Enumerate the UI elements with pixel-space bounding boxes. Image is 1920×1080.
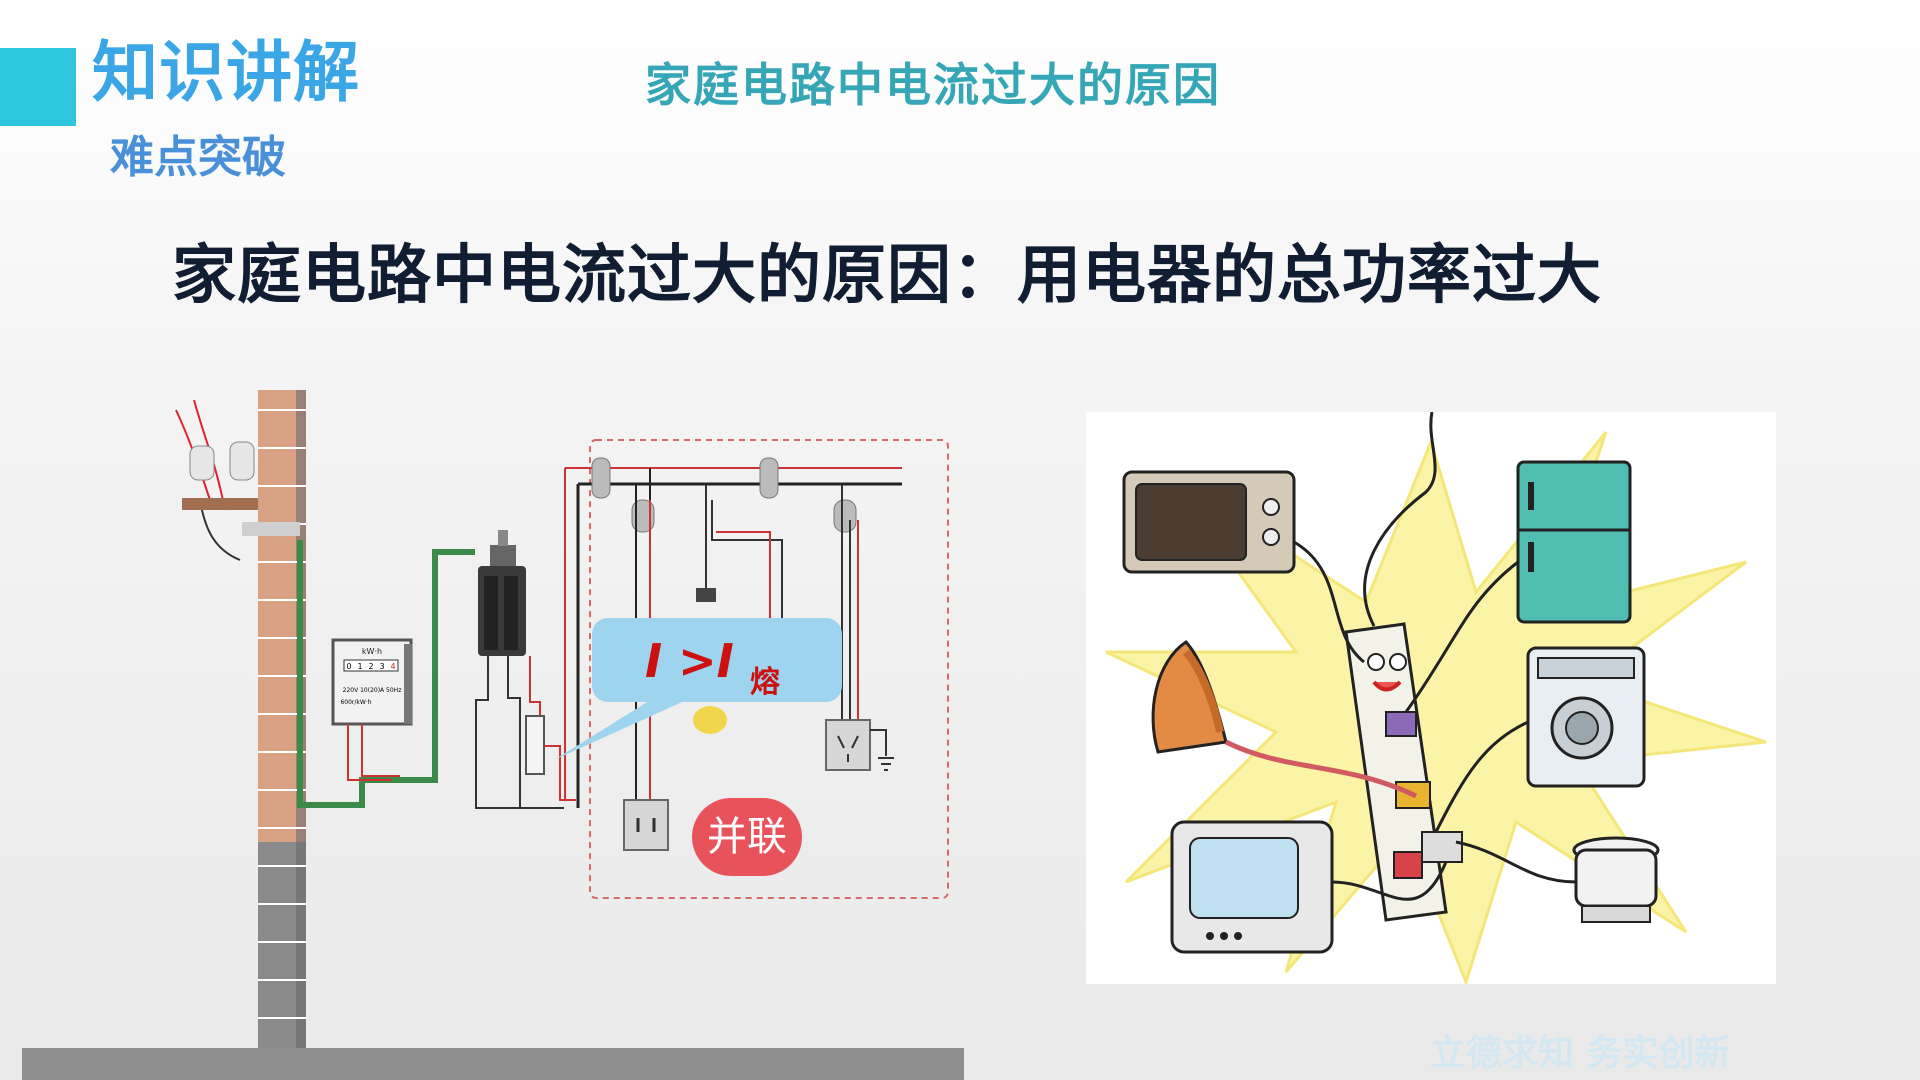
- callout-formula: I >I: [645, 634, 734, 688]
- wall-bracket: [242, 522, 300, 536]
- electric-iron-icon: [1151, 640, 1228, 754]
- electric-meter: kW·h 0 1 2 3 4 220V 10(20)A 50Hz 600r/kW…: [331, 638, 413, 726]
- line-connector: [591, 457, 857, 533]
- household-circuit-diagram: kW·h 0 1 2 3 4 220V 10(20)A 50Hz 600r/kW…: [22, 390, 964, 1080]
- rice-cooker-icon: [1572, 836, 1660, 923]
- branch-circuit-boundary: [589, 439, 949, 899]
- grounded-socket-icon: [825, 719, 894, 771]
- lamp-icon: [693, 588, 727, 734]
- ground-strip: [22, 1048, 964, 1080]
- neutral-wire: [576, 482, 902, 808]
- appliance-cords: [1224, 411, 1577, 901]
- wall-socket-icon: [623, 799, 669, 851]
- callout-subscript: 熔: [750, 665, 780, 700]
- main-heading: 家庭电路中电流过大的原因：用电器的总功率过大: [172, 239, 1602, 313]
- svg-text:2: 2: [368, 662, 373, 671]
- overloaded-appliances-illustration: [1086, 411, 1776, 987]
- microwave-icon: [1122, 470, 1296, 574]
- meter-spec: 220V 10(20)A 50Hz: [343, 687, 402, 694]
- parallel-label: 并联: [707, 814, 787, 860]
- pole-crossarm: [182, 498, 268, 510]
- power-strip-icon: [1344, 622, 1463, 922]
- television-icon: [1170, 820, 1334, 954]
- svg-text:1: 1: [357, 662, 362, 671]
- topic-title: 家庭电路中电流过大的原因: [645, 58, 1221, 112]
- meter-wires: [347, 724, 400, 781]
- washing-machine-icon: [1526, 646, 1646, 788]
- switch-wires-red: [529, 656, 541, 720]
- fuse: [525, 715, 545, 775]
- switch-wires: [475, 656, 564, 809]
- svg-text:3: 3: [379, 662, 384, 671]
- section-subtitle: 难点突破: [110, 132, 286, 183]
- svg-text:4: 4: [390, 662, 395, 671]
- meter-rate: 600r/kW·h: [340, 699, 371, 706]
- accent-block: [0, 48, 76, 126]
- svg-text:0: 0: [346, 662, 351, 671]
- live-wire: [564, 467, 902, 800]
- insulator-icon: [189, 441, 255, 481]
- section-title: 知识讲解: [92, 34, 360, 111]
- refrigerator-icon: [1516, 460, 1632, 624]
- main-switch: [478, 530, 526, 656]
- meter-unit: kW·h: [362, 647, 382, 656]
- meter-digits: 0 1 2 3 4: [343, 659, 399, 672]
- watermark: 立德求知 务实创新: [1430, 1033, 1731, 1074]
- current-callout: I >I 熔: [554, 618, 842, 760]
- parallel-badge: 并联: [692, 798, 802, 876]
